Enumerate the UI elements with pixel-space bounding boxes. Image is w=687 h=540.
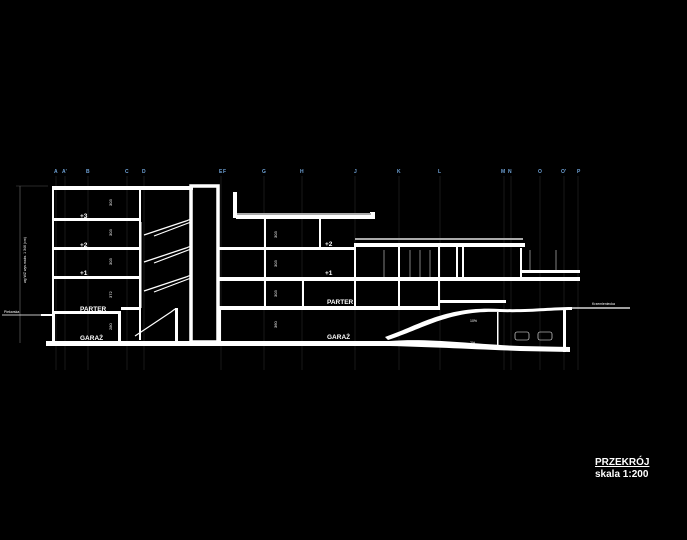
slab-parter-short [121,307,141,310]
axis-label-d: D [142,169,146,175]
dim-280-garage: 280 [108,323,113,330]
floor-label-plus2-mid: +2 [325,241,333,248]
dim-303-g-plus1: 303 [273,260,278,267]
floor-label-plus2-left: +2 [80,242,88,249]
slab-plus2-middle [218,247,354,250]
axis-label-a-prime: A' [62,169,67,175]
slab-plus2 [53,247,141,250]
axis-gridlines [55,176,579,370]
roof-middle [236,215,375,219]
max-height-dimension: wg WZ wys.maks. 1 346 (cm) [16,185,48,343]
ramp-lower [390,340,570,352]
dim-303-plus1: 303 [108,258,113,265]
drawing-scale: skala 1:200 [595,469,649,480]
dim-303-plus3: 303 [108,199,113,206]
axis-label-f: F [223,169,226,175]
stair-core-wall [189,184,220,344]
roof-terrace-j [354,243,525,247]
axis-label-e: E [219,169,223,175]
floor-labels: +3 +2 +2 +1 +1 PARTER PARTER GARAŻ GARAŻ [80,213,354,342]
staircase [134,218,192,337]
street-left: Piekarska [2,310,48,316]
svg-text:Piekarska: Piekarska [4,310,19,314]
max-height-note: wg WZ wys.maks. 1 346 (cm) [23,237,27,283]
slab-plus3 [53,218,141,221]
axis-label-h: H [300,169,304,175]
slab-parter [53,311,121,314]
floor-label-parter-mid: PARTER [327,299,354,306]
axis-label-b: B [86,169,90,175]
structure [41,184,580,352]
ramp-slope-upper: 10% [470,319,477,323]
garage-floor [46,341,390,346]
axis-label-o-prime: O' [561,169,566,175]
axis-label-g: G [262,169,266,175]
ramp-slope-lower: 2% [470,341,475,345]
floor-label-garaz-mid: GARAŻ [327,333,350,341]
dim-372-parter: 372 [108,291,113,298]
drawing-title-block: PRZEKRÓJ skala 1:200 [595,457,649,481]
dim-303-g-parter: 303 [273,290,278,297]
axis-label-j: J [354,169,357,175]
axis-label-p: P [577,169,581,175]
svg-text:Krzemieniecka: Krzemieniecka [592,302,615,306]
dim-360-g-garage: 360 [273,321,278,328]
axis-label-l: L [438,169,441,175]
roof-slab-left [53,186,193,190]
floor-label-plus1-mid: +1 [325,270,333,277]
axis-label-n: N [508,169,512,175]
dimension-labels: 303 303 303 372 280 303 303 303 360 [108,199,278,330]
slab-parter-middle [218,306,440,310]
floor-label-plus1-left: +1 [80,270,88,277]
parked-cars [514,331,553,341]
floor-label-plus3: +3 [80,213,88,220]
axis-label-m: M [501,169,505,175]
axis-label-o: O [538,169,542,175]
slab-plus1 [53,276,141,279]
ramp-upper [385,307,572,340]
axis-label-c: C [125,169,129,175]
drawing-title: PRZEKRÓJ [595,457,650,468]
axis-label-a: A [54,169,58,175]
floor-label-garaz-left: GARAŻ [80,334,103,342]
axis-labels: A A' B C D E F G H J K L M N O O' P [54,169,581,175]
dim-303-plus2: 303 [108,229,113,236]
dim-303-g-plus2: 303 [273,231,278,238]
axis-label-k: K [397,169,401,175]
floor-label-parter-left: PARTER [80,306,107,313]
street-right: Krzemieniecka [572,302,630,309]
